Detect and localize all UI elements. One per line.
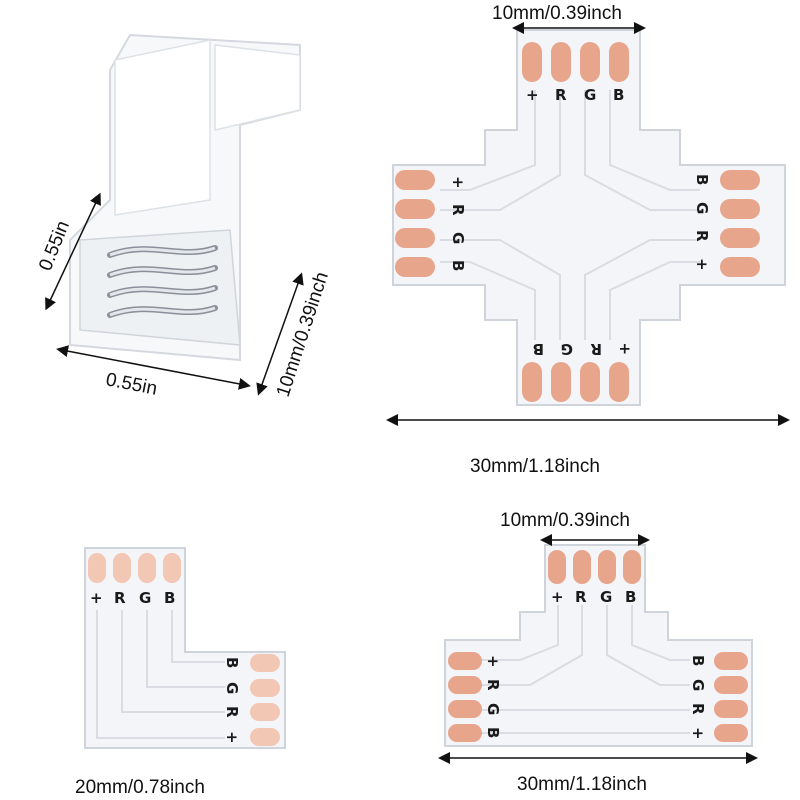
- t-left-pin-b: B: [484, 727, 502, 738]
- cross-left-pin-g: G: [449, 232, 467, 244]
- cross-right-pin-plus: +: [693, 258, 711, 271]
- l-side-pin-b: B: [223, 657, 241, 668]
- clip-width-label: 0.55in: [35, 218, 74, 274]
- t-left-pin-r: R: [484, 679, 502, 691]
- clip-length-label: 0.55in: [104, 369, 159, 399]
- l-top-pin-plus: +: [90, 589, 103, 607]
- t-right-pin-g: G: [689, 679, 707, 691]
- cross-top-pin-b: B: [613, 86, 624, 104]
- t-connector-board: + R G B + R G B B G R +: [444, 544, 753, 747]
- l-top-pin-g: G: [139, 589, 151, 607]
- t-top-pin-b: B: [625, 588, 636, 606]
- cross-connector-board: + R G B + R G B + R G B B G R +: [392, 29, 786, 406]
- cross-top-pin-plus: +: [526, 86, 539, 104]
- snap-connector-clip: [69, 33, 301, 362]
- cross-total-label: 30mm/1.18inch: [470, 456, 600, 477]
- cross-top-pin-g: G: [584, 86, 596, 104]
- l-total-label: 20mm/0.78inch: [75, 777, 205, 798]
- clip-height-label: 10mm/0.39inch: [273, 270, 333, 400]
- t-total-label: 30mm/1.18inch: [517, 774, 647, 795]
- t-left-pin-plus: +: [484, 655, 502, 668]
- t-right-pin-r: R: [689, 703, 707, 715]
- l-connector-board: + R G B B G R +: [84, 547, 286, 749]
- cross-bottom-pin-r: R: [590, 340, 602, 358]
- cross-right-pin-g: G: [693, 202, 711, 214]
- l-side-pin-plus: +: [223, 731, 241, 744]
- cross-left-pin-plus: +: [449, 176, 467, 189]
- cross-left-pin-b: B: [449, 260, 467, 271]
- cross-right-pin-b: B: [693, 174, 711, 185]
- cross-top-pin-r: R: [555, 86, 567, 104]
- l-top-pin-b: B: [164, 589, 175, 607]
- cross-bottom-pin-b: B: [533, 340, 544, 358]
- t-left-pin-g: G: [484, 703, 502, 715]
- t-top-pin-g: G: [600, 588, 612, 606]
- l-side-pin-g: G: [223, 682, 241, 694]
- cross-pin-width-label: 10mm/0.39inch: [492, 3, 622, 24]
- t-right-pin-plus: +: [689, 727, 707, 740]
- t-top-pin-plus: +: [551, 588, 564, 606]
- l-top-pin-r: R: [114, 589, 126, 607]
- cross-left-pin-r: R: [449, 204, 467, 216]
- cross-right-pin-r: R: [693, 230, 711, 242]
- t-right-pin-b: B: [689, 655, 707, 666]
- t-pin-width-label: 10mm/0.39inch: [500, 510, 630, 531]
- cross-bottom-pin-plus: +: [618, 340, 631, 358]
- l-side-pin-r: R: [223, 706, 241, 718]
- t-top-pin-r: R: [575, 588, 587, 606]
- cross-bottom-pin-g: G: [561, 340, 573, 358]
